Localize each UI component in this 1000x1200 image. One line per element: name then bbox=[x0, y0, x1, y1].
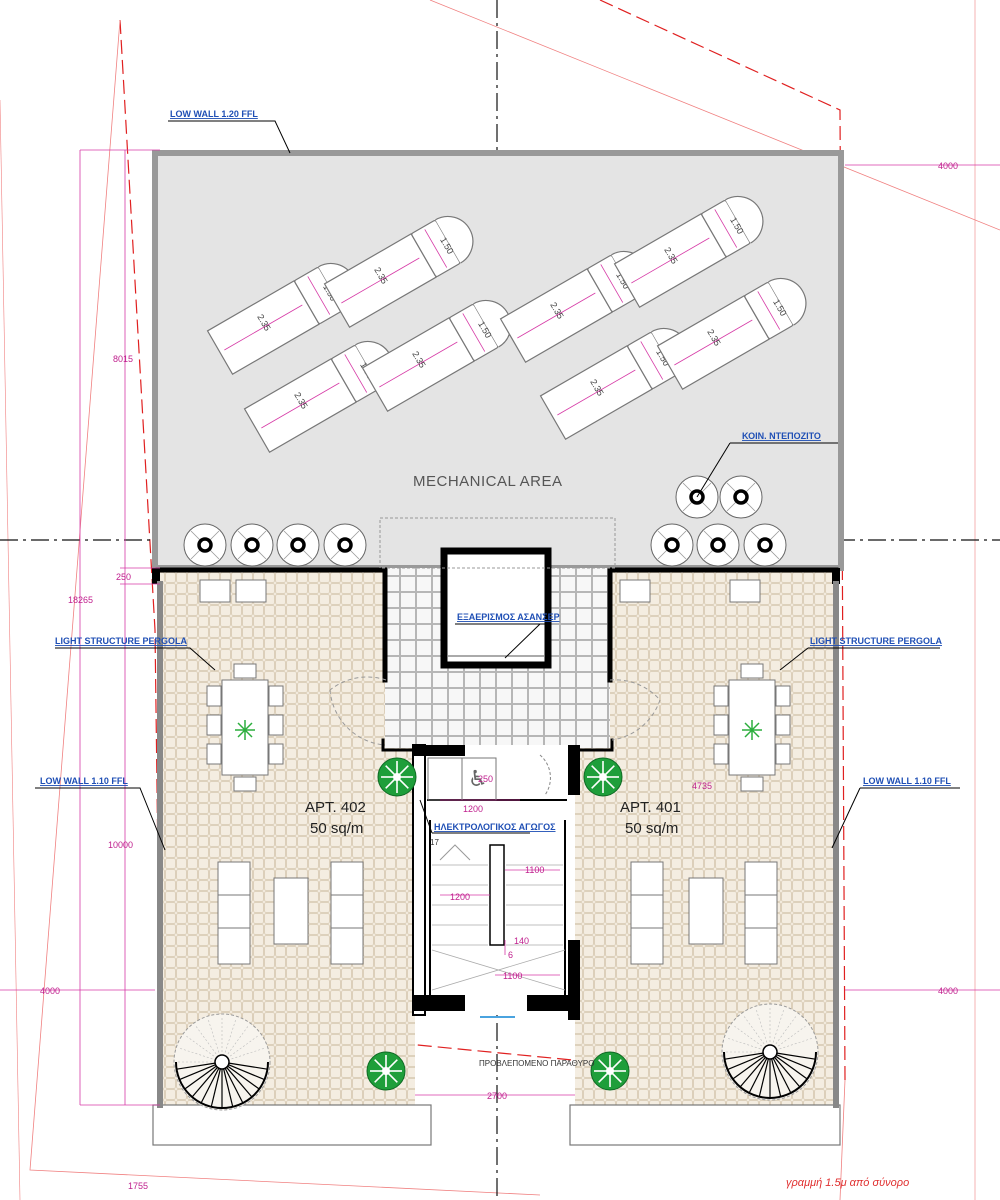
solar-panel: 2.351.50 bbox=[613, 195, 764, 308]
stair-step-number: 17 bbox=[430, 838, 439, 847]
dim-core-1100-bot: 1100 bbox=[503, 971, 522, 981]
stair-core: ♿ bbox=[412, 744, 580, 1020]
water-tank bbox=[743, 523, 787, 567]
window-note-label: ΠΡΟΒΛΕΠΟΜΕΝΟ ΠΑΡΑΘΥΡΟ bbox=[479, 1059, 594, 1068]
elevator-equipment-label: ΕΞΑΕΡΙΣΜΟΣ ΑΣΑΝΣΕΡ bbox=[457, 612, 560, 622]
apt-401-name: APT. 401 bbox=[620, 799, 681, 816]
dimension-lines bbox=[0, 149, 1000, 1106]
dim-core-1200-top: 1200 bbox=[463, 804, 483, 814]
dim-core-1200-mid: 1200 bbox=[450, 892, 470, 902]
water-tank bbox=[719, 475, 763, 519]
dim-bottom-1755: 1755 bbox=[128, 1181, 148, 1191]
apt-402-name: APT. 402 bbox=[305, 799, 366, 816]
mechanical-area-label: MECHANICAL AREA bbox=[413, 473, 562, 490]
dim-core-6: 6 bbox=[508, 950, 513, 960]
table-plants bbox=[235, 720, 762, 740]
potted-plant bbox=[590, 1051, 630, 1091]
elevator-access-outline bbox=[379, 517, 616, 569]
potted-plant bbox=[377, 757, 417, 797]
dim-core-140: 140 bbox=[514, 936, 529, 946]
solar-panels: 2.351.502.351.502.351.502.351.502.351.50… bbox=[206, 195, 807, 453]
apt-402-area: 50 sq/m bbox=[310, 820, 363, 837]
dim-right-4000: 4000 bbox=[938, 986, 958, 996]
dim-top-right: 4000 bbox=[938, 161, 958, 171]
potted-plants bbox=[366, 757, 630, 1091]
solar-panel: 2.351.50 bbox=[656, 277, 807, 390]
potted-plant bbox=[366, 1051, 406, 1091]
spiral-stair bbox=[173, 1013, 271, 1111]
callout-leaders bbox=[35, 120, 960, 851]
water-tank bbox=[276, 523, 320, 567]
water-tank bbox=[183, 523, 227, 567]
dim-core-1100-top: 1100 bbox=[525, 865, 544, 875]
pergola-right-label: LIGHT STRUCTURE PERGOLA bbox=[810, 636, 942, 646]
elevator-shaft bbox=[440, 547, 552, 669]
spiral-stairs bbox=[173, 1003, 819, 1111]
low-wall-left-label: LOW WALL 1.10 FFL bbox=[40, 776, 128, 786]
low-wall-top-label: LOW WALL 1.20 FFL bbox=[170, 109, 258, 119]
dim-left-18265: 18265 bbox=[68, 595, 93, 605]
dim-left-10000: 10000 bbox=[108, 840, 133, 850]
electrical-duct-label: ΗΛΕΚΤΡΟΛΟΓΙΚΟΣ ΑΓΩΓΟΣ bbox=[434, 822, 556, 832]
dim-core-250: 250 bbox=[478, 774, 493, 784]
dim-bottom-2700: 2700 bbox=[487, 1091, 507, 1101]
dim-left-250: 250 bbox=[116, 572, 131, 582]
water-tank bbox=[230, 523, 274, 567]
water-tank bbox=[323, 523, 367, 567]
spiral-stair bbox=[721, 1003, 819, 1101]
dim-left-4000: 4000 bbox=[40, 986, 60, 996]
solar-panel: 2.351.50 bbox=[323, 215, 474, 328]
walls bbox=[152, 567, 840, 1108]
low-wall-right-label: LOW WALL 1.10 FFL bbox=[863, 776, 951, 786]
boundary-line-label: γραμμή 1.5μ από σύνορο bbox=[786, 1177, 909, 1189]
lower-parapets bbox=[152, 1104, 841, 1146]
svg-text:♿: ♿ bbox=[468, 766, 488, 791]
dim-right-4735: 4735 bbox=[692, 781, 712, 791]
potted-plant bbox=[583, 757, 623, 797]
pergola-left-label: LIGHT STRUCTURE PERGOLA bbox=[55, 636, 187, 646]
solar-panel: 2.351.50 bbox=[361, 299, 512, 412]
apt-401-area: 50 sq/m bbox=[625, 820, 678, 837]
water-tank bbox=[696, 523, 740, 567]
water-tank bbox=[650, 523, 694, 567]
door-swings bbox=[329, 676, 661, 746]
dim-left-8015: 8015 bbox=[113, 354, 133, 364]
boiler-label: ΚΟΙΝ. ΝΤΕΠΟΖΙΤΟ bbox=[742, 431, 821, 441]
